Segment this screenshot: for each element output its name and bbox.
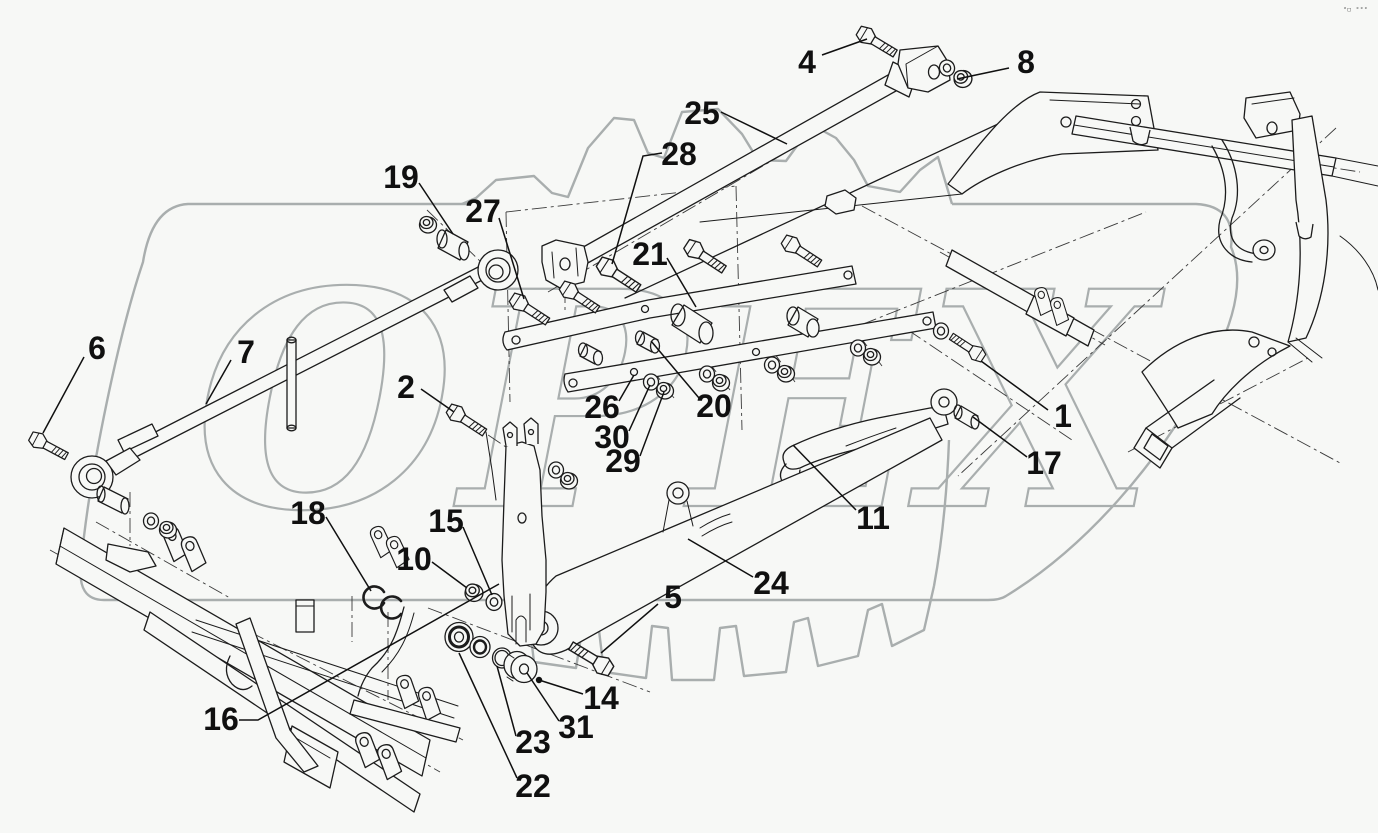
callout-26: 26 [584, 374, 635, 425]
callout-label-7: 7 [237, 334, 255, 370]
callout-8: 8 [956, 44, 1035, 80]
right-frame [624, 91, 1378, 469]
callout-22: 22 [458, 652, 551, 804]
hub-parts [444, 621, 617, 684]
callout-label-26: 26 [584, 389, 620, 425]
top-link-rod-25 [541, 23, 975, 289]
callout-label-19: 19 [383, 159, 419, 195]
callout-2: 2 [397, 369, 455, 413]
tie-rod-7 [26, 215, 519, 539]
callout-10: 10 [396, 541, 468, 589]
callout-16: 16 [203, 583, 500, 737]
callout-label-22: 22 [515, 768, 551, 804]
callout-4: 4 [798, 38, 868, 80]
callout-label-28: 28 [661, 136, 697, 172]
callout-label-4: 4 [798, 44, 816, 80]
callout-label-20: 20 [696, 388, 732, 424]
callout-label-23: 23 [515, 724, 551, 760]
gear-teeth-top [461, 107, 954, 206]
callout-6: 6 [42, 330, 106, 434]
gear-arc [932, 439, 951, 587]
callout-label-30: 30 [594, 419, 630, 455]
callout-label-15: 15 [428, 503, 464, 539]
stabilizer-bars [443, 231, 937, 440]
callout-5: 5 [600, 579, 682, 654]
callout-label-6: 6 [88, 330, 106, 366]
callout-21: 21 [632, 236, 697, 308]
callout-31: 31 [526, 672, 594, 745]
callout-25: 25 [684, 95, 788, 145]
left-frame [55, 523, 461, 813]
callout-19: 19 [383, 159, 454, 235]
fork-link [362, 417, 579, 647]
callout-15: 15 [428, 503, 493, 596]
callout-27: 27 [465, 193, 525, 300]
callout-label-21: 21 [632, 236, 668, 272]
callout-30: 30 [594, 384, 651, 455]
callout-28: 28 [611, 136, 697, 265]
callout-24: 24 [687, 538, 789, 601]
lever-arms [523, 322, 989, 655]
callout-label-14: 14 [583, 680, 619, 716]
callout-label-31: 31 [558, 709, 594, 745]
callout-14: 14 [535, 676, 619, 716]
callout-label-27: 27 [465, 193, 501, 229]
callout-label-17: 17 [1026, 445, 1062, 481]
callout-29: 29 [605, 391, 665, 479]
callout-label-29: 29 [605, 443, 641, 479]
callout-label-2: 2 [397, 369, 415, 405]
callout-label-10: 10 [396, 541, 432, 577]
corner-mark: °□ °°° [1343, 6, 1369, 13]
callout-18: 18 [290, 495, 372, 592]
stamp-outline [79, 202, 1239, 602]
callout-7: 7 [205, 334, 255, 405]
callout-17: 17 [972, 416, 1062, 481]
callout-label-18: 18 [290, 495, 326, 531]
callout-label-24: 24 [753, 565, 789, 601]
callout-label-5: 5 [664, 579, 682, 615]
callout-11: 11 [792, 444, 890, 536]
callout-label-1: 1 [1054, 398, 1072, 434]
callout-20: 20 [650, 340, 732, 424]
callout-label-16: 16 [203, 701, 239, 737]
callout-label-25: 25 [684, 95, 720, 131]
callout-23: 23 [496, 665, 551, 760]
callout-label-8: 8 [1017, 44, 1035, 80]
callout-label-11: 11 [856, 500, 890, 536]
callout-1: 1 [980, 360, 1072, 434]
